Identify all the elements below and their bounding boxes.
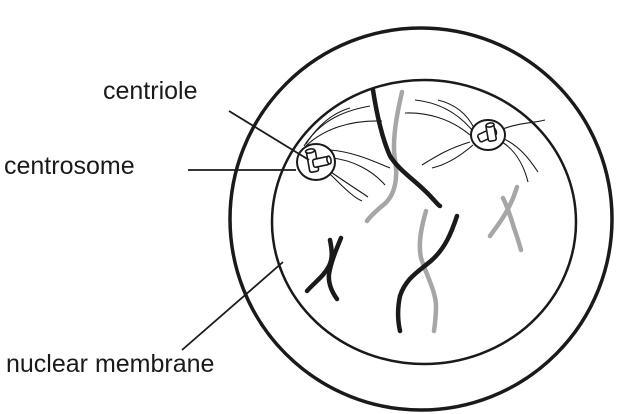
chromatid-dark <box>373 90 440 206</box>
cell-membrane <box>230 28 612 410</box>
chromatid-light <box>420 211 436 331</box>
centrosome-label: centrosome <box>4 154 135 179</box>
nuclear-membrane-label: nuclear membrane <box>6 352 214 377</box>
centriole-label: centriole <box>103 79 198 104</box>
chromosome-right-small <box>490 187 521 250</box>
centrosome-right <box>471 120 505 150</box>
chromosome-bottom <box>398 211 457 331</box>
nuclear-membrane-leader <box>182 262 283 350</box>
chromosome-left-small <box>307 238 341 299</box>
chromosome-top <box>367 90 440 221</box>
centrosome-left <box>297 144 335 180</box>
chromatid-light <box>367 92 402 221</box>
